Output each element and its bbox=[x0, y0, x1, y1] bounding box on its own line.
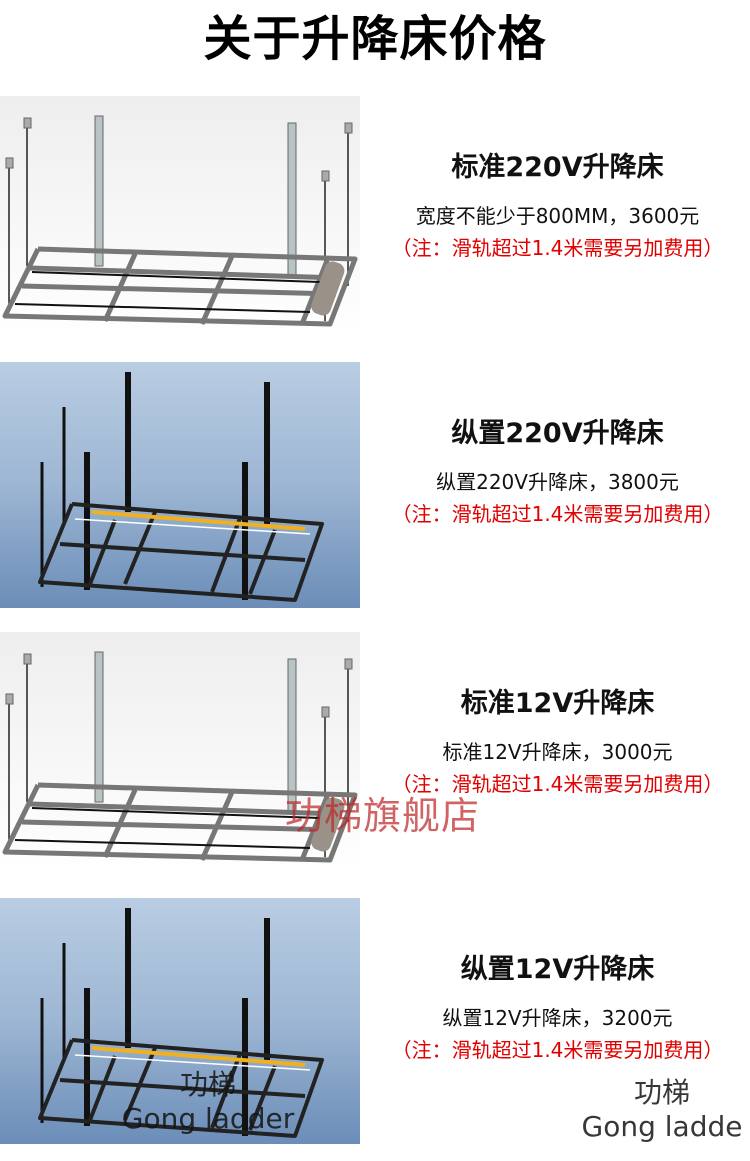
page-title: 关于升降床价格 bbox=[203, 11, 547, 67]
product-image-vertical-bed-frame bbox=[0, 898, 360, 1144]
product-description: 纵置220V升降床，3800元 bbox=[436, 470, 679, 494]
product-image-vertical-bed-frame bbox=[0, 362, 360, 608]
product-note: （注：滑轨超过1.4米需要另加费用） bbox=[391, 502, 724, 526]
product-info: 标准12V升降床 标准12V升降床，3000元 （注：滑轨超过1.4米需要另加费… bbox=[365, 686, 750, 798]
product-name: 标准220V升降床 bbox=[451, 152, 664, 183]
product-name: 标准12V升降床 bbox=[460, 688, 655, 719]
product-image-standard-bed-frame bbox=[0, 96, 360, 336]
product-card-vertical-220v: 纵置220V升降床 纵置220V升降床，3800元 （注：滑轨超过1.4米需要另… bbox=[0, 362, 750, 608]
product-card-standard-220v: 标准220V升降床 宽度不能少于800MM，3600元 （注：滑轨超过1.4米需… bbox=[0, 96, 750, 346]
product-card-vertical-12v: 纵置12V升降床 纵置12V升降床，3200元 （注：滑轨超过1.4米需要另加费… bbox=[0, 898, 750, 1146]
product-note: （注：滑轨超过1.4米需要另加费用） bbox=[391, 236, 724, 260]
bed-frame-blue-icon bbox=[38, 372, 324, 602]
bed-frame-blue-icon bbox=[38, 908, 324, 1138]
product-info: 纵置12V升降床 纵置12V升降床，3200元 （注：滑轨超过1.4米需要另加费… bbox=[365, 952, 750, 1064]
product-note: （注：滑轨超过1.4米需要另加费用） bbox=[391, 1038, 724, 1062]
product-name: 纵置12V升降床 bbox=[460, 954, 655, 985]
product-info: 标准220V升降床 宽度不能少于800MM，3600元 （注：滑轨超过1.4米需… bbox=[365, 150, 750, 262]
bed-frame-gray-icon bbox=[2, 651, 358, 863]
product-description: 纵置12V升降床，3200元 bbox=[442, 1006, 673, 1030]
product-image-standard-bed-frame bbox=[0, 632, 360, 872]
product-info: 纵置220V升降床 纵置220V升降床，3800元 （注：滑轨超过1.4米需要另… bbox=[365, 416, 750, 528]
product-note: （注：滑轨超过1.4米需要另加费用） bbox=[391, 772, 724, 796]
product-name: 纵置220V升降床 bbox=[451, 418, 664, 449]
product-description: 宽度不能少于800MM，3600元 bbox=[415, 204, 700, 228]
product-card-standard-12v: 标准12V升降床 标准12V升降床，3000元 （注：滑轨超过1.4米需要另加费… bbox=[0, 632, 750, 882]
product-description: 标准12V升降床，3000元 bbox=[442, 740, 673, 764]
bed-frame-gray-icon bbox=[2, 115, 358, 327]
